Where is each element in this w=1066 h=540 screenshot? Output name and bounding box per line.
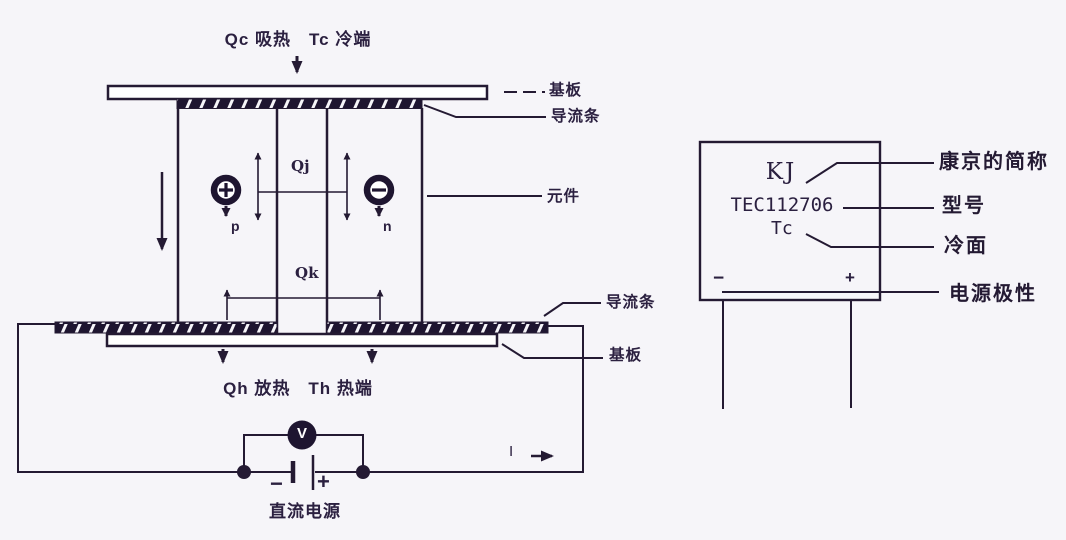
battery-plus-sign: + (317, 469, 330, 494)
current-label: I (509, 443, 514, 460)
element-columns (176, 108, 424, 334)
joule-heat-label: Qj (291, 157, 310, 175)
substrate-bottom-label: 基板 (609, 347, 643, 364)
module-model-text: TEC112706 (730, 194, 834, 216)
module-outline (698, 140, 939, 409)
battery-minus-sign: − (270, 471, 283, 496)
top-annotation: Qc 吸热 Tc 冷端 (224, 30, 372, 49)
dc-circuit (17, 323, 584, 490)
junction-node-right (356, 465, 370, 479)
leader-conductor-top (423, 104, 546, 118)
module-minus-sign: − (713, 268, 725, 289)
module-cold-mark: Tc (771, 218, 793, 239)
callout-model: 型号 (942, 195, 986, 217)
module-brand-text: KJ (765, 159, 797, 185)
conductor-strip-bottom-right (326, 321, 549, 334)
voltmeter-icon (287, 420, 317, 450)
circuit-wire-left (17, 323, 291, 473)
conductor-bottom-label: 导流条 (606, 294, 656, 311)
heat-flow-arrows (156, 56, 384, 364)
dc-supply-label: 直流电源 (269, 502, 341, 521)
substrate-top-label: 基板 (549, 82, 583, 99)
module-body (698, 140, 882, 302)
bottom-annotation: Qh 放热 Th 热端 (223, 379, 373, 398)
n-type-label: n (383, 218, 392, 234)
leader-cold-face (805, 233, 934, 248)
junction-node-left (237, 465, 251, 479)
conductor-strip-top (176, 98, 423, 109)
substrate-top-plate (106, 84, 489, 101)
plus-glyph (219, 183, 233, 197)
module-plus-sign: + (845, 268, 855, 287)
carrier-symbols (210, 174, 395, 217)
substrate-bottom-plate (105, 332, 499, 348)
tec-structure (54, 84, 549, 348)
conductor-top-label: 导流条 (551, 108, 601, 125)
leader-brand (805, 162, 934, 184)
callout-brand-meaning: 康京的简称 (939, 151, 1049, 173)
element-label: 元件 (547, 188, 581, 205)
callout-polarity: 电源极性 (949, 283, 1037, 305)
voltmeter-label: V (296, 425, 307, 442)
left-leader-lines (423, 91, 603, 359)
leader-conductor-bottom (543, 302, 601, 317)
p-type-label: p (231, 218, 240, 234)
conductor-strip-bottom-left (54, 321, 278, 334)
circuit-wire-right (315, 325, 584, 473)
callout-cold-face: 冷面 (944, 235, 988, 257)
leader-substrate-bottom (501, 343, 603, 359)
conducted-heat-label: Qk (295, 264, 319, 282)
